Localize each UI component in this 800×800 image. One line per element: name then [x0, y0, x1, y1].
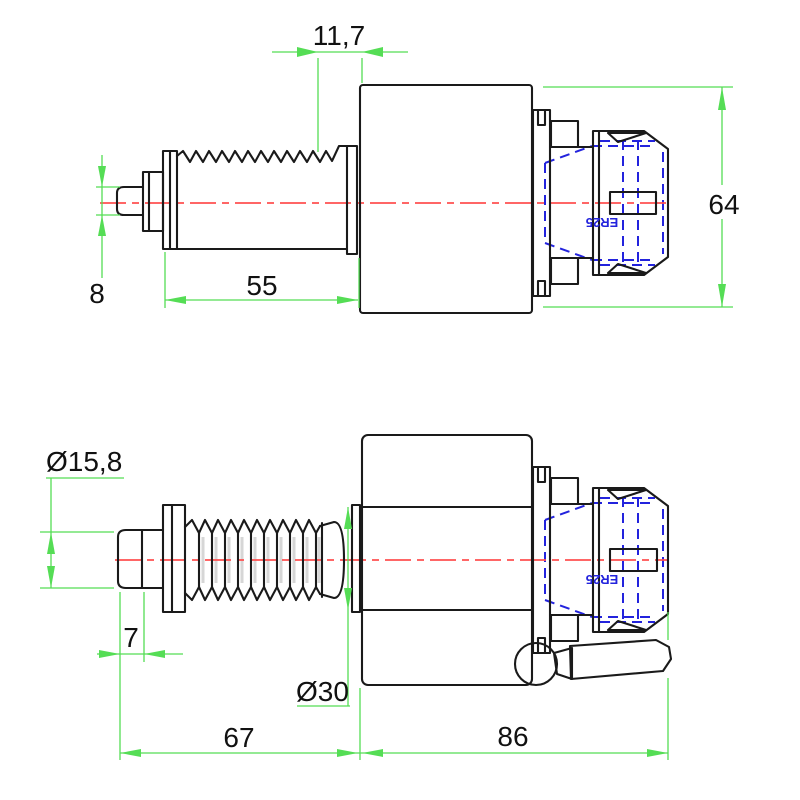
dim-pin-diameter: Ø15,8 — [46, 446, 122, 477]
thread-crest-top — [183, 518, 322, 535]
nut-slot — [608, 547, 659, 573]
collet-size-label-bottom: ER25 — [586, 572, 619, 587]
seat-flange — [345, 144, 359, 256]
pin-tip — [115, 185, 145, 217]
neck — [548, 502, 595, 617]
dimension-lines — [40, 47, 733, 760]
handle-ball — [513, 641, 559, 687]
neck — [548, 145, 595, 260]
top-view — [115, 83, 670, 315]
thread-profile — [175, 144, 349, 164]
nut-slot — [608, 190, 658, 216]
dimension-labels: 11,7 64 8 55 Ø15,8 7 Ø30 67 86 — [46, 20, 746, 753]
handle-grip — [568, 638, 673, 681]
thread-crest-bottom — [183, 585, 322, 602]
clamp-collar — [531, 108, 552, 298]
body-chamfer-lines — [360, 505, 534, 612]
thread-flange — [161, 503, 187, 614]
dim-neck-length: 11,7 — [313, 20, 365, 51]
bottom-view — [116, 433, 673, 687]
dim-shaft-length: 55 — [246, 270, 277, 301]
hidden-lines-top-view — [544, 140, 664, 266]
dim-body-length: 86 — [497, 721, 528, 752]
pin-tip — [116, 528, 165, 590]
dim-body-height: 64 — [708, 189, 739, 220]
thread-flanks — [197, 531, 318, 589]
dim-tip-diameter: 8 — [89, 278, 105, 309]
thread-end-cap — [318, 520, 346, 600]
dim-front-length: 67 — [223, 722, 254, 753]
collet-nut — [591, 129, 670, 277]
seat-flange — [350, 503, 362, 614]
clamp-collar — [531, 465, 552, 655]
dim-tip-length: 7 — [123, 622, 139, 653]
dim-thread-diameter: Ø30 — [296, 676, 349, 707]
collet-size-label-top: ER25 — [586, 215, 619, 230]
part-fills — [117, 85, 671, 685]
